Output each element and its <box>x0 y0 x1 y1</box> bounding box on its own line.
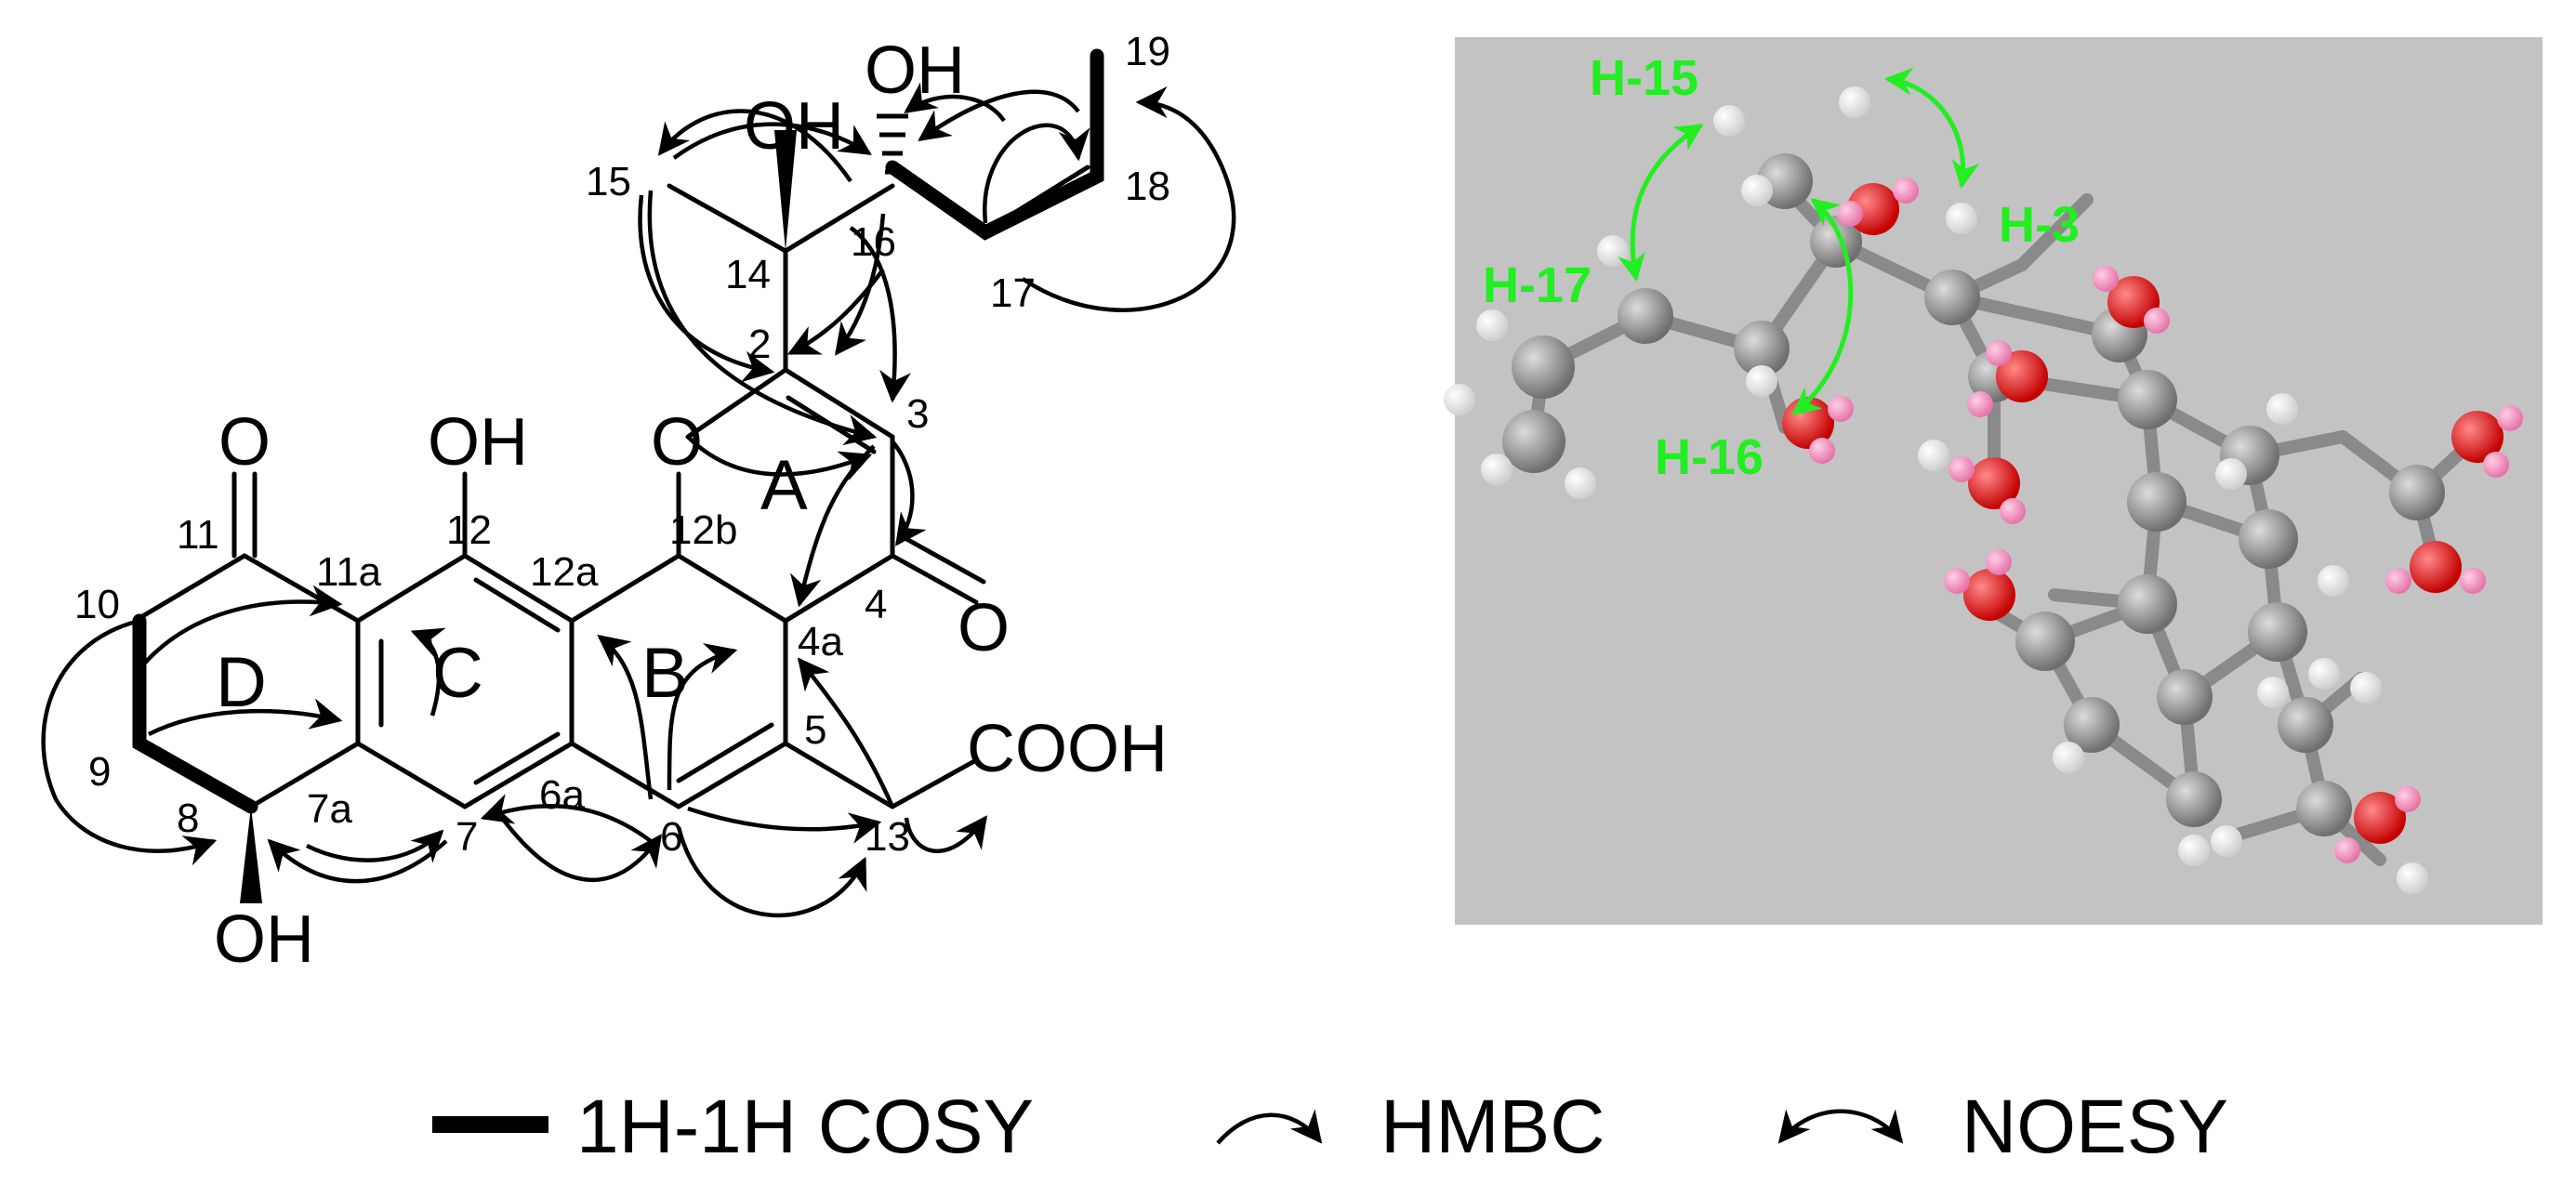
ring-label-d: D <box>216 643 267 722</box>
position-6: 6 <box>660 814 682 860</box>
legend: 1H-1H COSY HMBC NOESY <box>432 1085 2228 1169</box>
position-13: 13 <box>865 814 910 860</box>
noe-label-h17: H-17 <box>1483 257 1592 313</box>
noesy-correlations <box>1618 67 1980 415</box>
position-16: 16 <box>851 219 896 265</box>
position-7: 7 <box>456 814 478 860</box>
ring-label-b: B <box>641 634 689 713</box>
position-10: 10 <box>74 582 120 627</box>
position-12: 12 <box>446 507 492 553</box>
legend-cosy-label: 1H-1H COSY <box>576 1085 1034 1169</box>
wedge-bond-14 <box>774 130 797 251</box>
legend-hmbc-label: HMBC <box>1380 1085 1605 1169</box>
position-4a: 4a <box>798 619 843 664</box>
position-18: 18 <box>1125 164 1170 209</box>
position-12a: 12a <box>530 549 599 595</box>
position-9: 9 <box>88 749 111 795</box>
conformation-panel: H-15 H-3 H-17 H-16 <box>1444 37 2543 925</box>
hydroxyl-label-8: OH <box>214 902 314 977</box>
position-3: 3 <box>906 391 929 437</box>
position-15: 15 <box>586 159 631 204</box>
legend-hmbc-swatch <box>1216 1109 1323 1145</box>
position-11: 11 <box>177 512 219 558</box>
legend-noesy-label: NOESY <box>1962 1085 2228 1169</box>
noe-label-h16: H-16 <box>1655 429 1764 485</box>
chemical-structure: OH OH OH O O O COOH OH 19 15 18 14 16 17… <box>41 29 1236 977</box>
position-12b: 12b <box>669 507 737 553</box>
carboxyl-label: COOH <box>967 712 1168 786</box>
skeletal-bonds <box>132 164 1090 809</box>
hydroxyl-label-12: OH <box>428 405 528 480</box>
position-7a: 7a <box>307 786 352 832</box>
position-17: 17 <box>990 270 1036 316</box>
noe-label-h3: H-3 <box>1999 197 2080 253</box>
position-5: 5 <box>804 707 826 753</box>
position-11a: 11a <box>316 549 382 595</box>
hashed-bond-16 <box>877 113 908 175</box>
wedge-bond-8 <box>240 807 262 903</box>
hydroxyl-hydrogen-atoms <box>1809 178 2523 863</box>
carbonyl-oxygen-4: O <box>958 591 1010 665</box>
position-2: 2 <box>748 322 771 367</box>
legend-noesy-swatch <box>1777 1109 1904 1144</box>
position-8: 8 <box>177 796 199 841</box>
oxygen-atoms <box>1782 183 2503 844</box>
position-14: 14 <box>725 252 771 297</box>
carbonyl-oxygen-11: O <box>218 405 271 480</box>
noe-label-h15: H-15 <box>1590 50 1698 106</box>
cosy-bonds <box>132 48 1104 814</box>
position-19: 19 <box>1125 29 1170 74</box>
hydrogen-atoms <box>1444 86 2428 894</box>
position-4: 4 <box>865 582 887 627</box>
hmbc-arrows <box>41 82 1236 918</box>
ring-label-a: A <box>760 446 808 525</box>
position-6a: 6a <box>539 772 585 818</box>
